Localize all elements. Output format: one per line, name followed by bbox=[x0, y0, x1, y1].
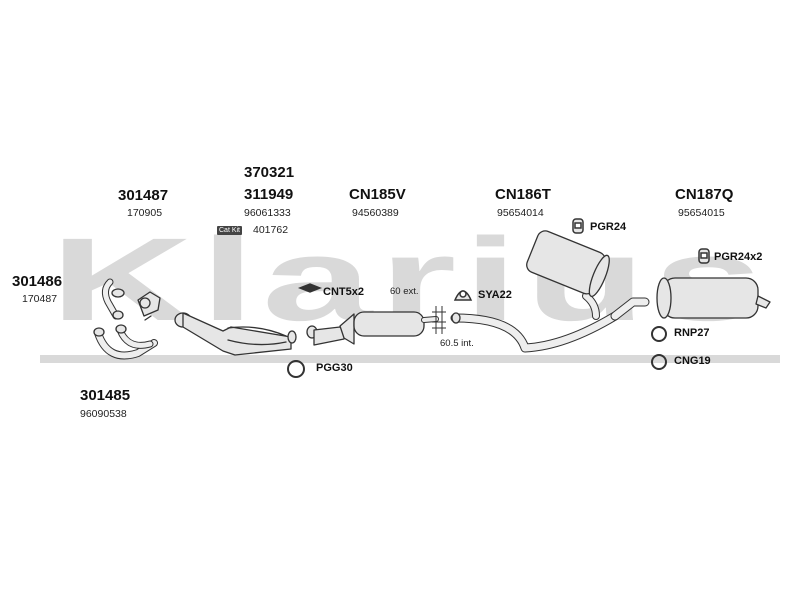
fitting-label-pgr24x2: PGR24x2 bbox=[714, 251, 763, 263]
silencer-cn185v bbox=[306, 311, 439, 346]
part-301487-drawing bbox=[101, 278, 161, 321]
fitting-label-cnt5x2: CNT5x2 bbox=[323, 286, 364, 298]
cat-kit-ref: 401762 bbox=[253, 224, 289, 236]
part-code-311949: 311949 bbox=[244, 186, 294, 203]
part-code-370321: 370321 bbox=[244, 164, 295, 181]
cat-kit-badge: Cat Kit bbox=[217, 226, 243, 235]
silencer-cn187q bbox=[656, 277, 771, 319]
part-code-301486: 301486 bbox=[12, 273, 63, 290]
part-ref-cn187q: 95654015 bbox=[678, 207, 725, 219]
part-code-cn187q: CN187Q bbox=[675, 186, 734, 203]
part-ref-301486: 170487 bbox=[22, 293, 58, 305]
silencer-cn186t bbox=[450, 230, 650, 353]
part-301486-drawing bbox=[93, 324, 158, 360]
rnp27-icon bbox=[651, 326, 667, 342]
diameter-marker bbox=[432, 306, 446, 334]
part-ref-301487: 170905 bbox=[127, 207, 163, 219]
fitting-label-rnp27: RNP27 bbox=[674, 327, 710, 339]
fitting-label-sya22: SYA22 bbox=[478, 289, 512, 301]
part-code-cn186t: CN186T bbox=[495, 186, 551, 203]
pgr24-icon bbox=[572, 218, 584, 234]
part-code-cn185v: CN185V bbox=[349, 186, 406, 203]
part-ref-cn186t: 95654014 bbox=[497, 207, 544, 219]
cnt5x2-icon bbox=[297, 283, 323, 293]
fitting-label-pgg30: PGG30 bbox=[316, 362, 353, 374]
pgg30-icon bbox=[287, 360, 305, 378]
fitting-label-pgr24: PGR24 bbox=[590, 221, 627, 233]
catalytic-converter-311949 bbox=[174, 312, 297, 356]
annotation-ext: 60 ext. bbox=[390, 286, 419, 297]
cng19-icon bbox=[651, 354, 667, 370]
part-ref-311949: 96061333 bbox=[244, 207, 291, 219]
annotation-int: 60.5 int. bbox=[440, 338, 474, 349]
pgr24x2-icon bbox=[698, 248, 710, 264]
sya22-icon bbox=[453, 290, 473, 301]
part-ref-cn185v: 94560389 bbox=[352, 207, 399, 219]
part-ref-301485: 96090538 bbox=[80, 408, 127, 420]
part-code-301485: 301485 bbox=[80, 387, 131, 404]
part-code-301487: 301487 bbox=[118, 187, 169, 204]
fitting-label-cng19: CNG19 bbox=[674, 355, 711, 367]
